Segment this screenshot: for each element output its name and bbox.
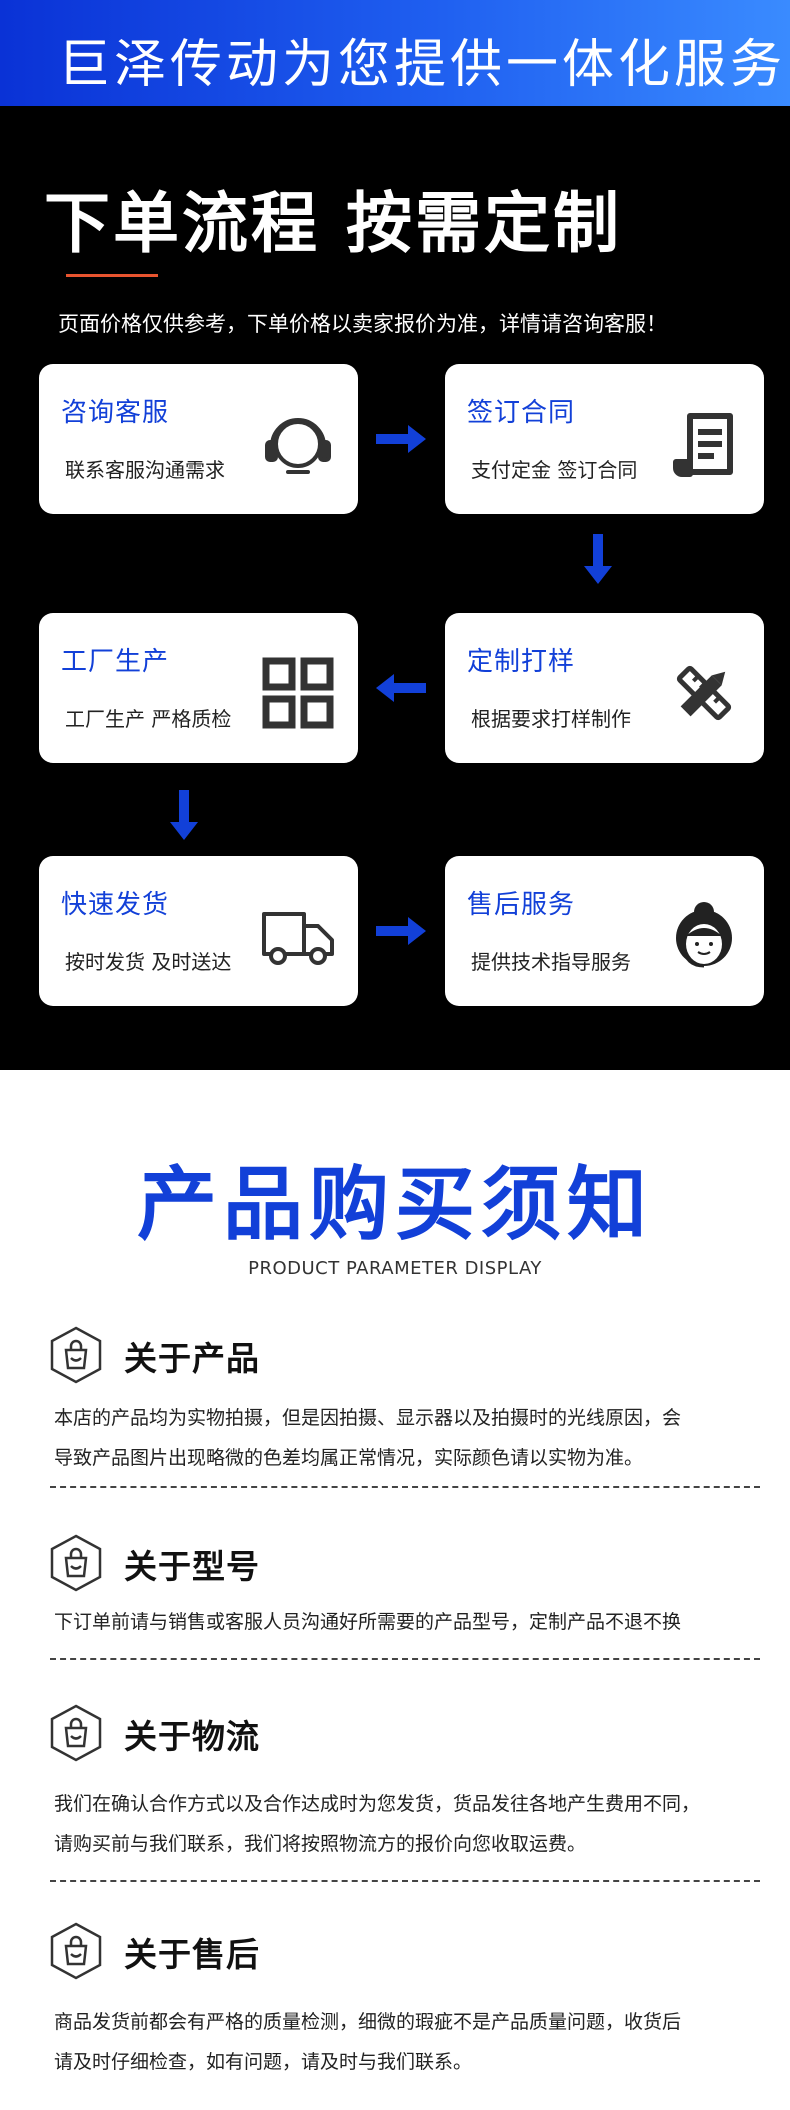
section-text: 请及时仔细检查，如有问题，请及时与我们联系。 <box>54 2051 473 2073</box>
divider <box>50 1658 760 1660</box>
section-heading: 关于物流 <box>124 1717 260 1756</box>
step-card-shipping: 快速发货 按时发货 及时送达 <box>39 856 358 1006</box>
title-underline <box>66 274 158 277</box>
process-note: 页面价格仅供参考，下单价格以卖家报价为准，详情请咨询客服！ <box>58 312 667 336</box>
step-title: 咨询客服 <box>61 398 170 428</box>
notice-subtitle: PRODUCT PARAMETER DISPLAY <box>248 1258 542 1279</box>
section-text: 下订单前请与销售或客服人员沟通好所需要的产品型号，定制产品不退不换 <box>54 1611 682 1633</box>
process-title: 下单流程 按需定制 <box>44 185 622 262</box>
shopping-bag-icon <box>50 1922 102 1980</box>
truck-icon <box>258 896 338 976</box>
step-desc: 按时发货 及时送达 <box>65 950 232 974</box>
notice-section-logistics: 关于物流 我们在确认合作方式以及合作达成时为您发货，货品发往各地产生费用不同， … <box>50 1704 760 1855</box>
divider <box>50 1486 760 1488</box>
step-title: 工厂生产 <box>61 647 170 677</box>
arrow-right-icon <box>376 917 426 945</box>
pencil-ruler-icon <box>664 653 744 733</box>
step-desc: 根据要求打样制作 <box>471 707 631 731</box>
arrow-right-icon <box>376 425 426 453</box>
step-desc: 提供技术指导服务 <box>471 950 631 974</box>
step-desc: 工厂生产 严格质检 <box>65 707 232 731</box>
service-agent-icon <box>664 896 744 976</box>
step-desc: 支付定金 签订合同 <box>471 458 638 482</box>
step-desc: 联系客服沟通需求 <box>65 458 225 482</box>
top-banner: 巨泽传动为您提供一体化服务 <box>0 0 790 106</box>
divider <box>50 1880 760 1882</box>
shopping-bag-icon <box>50 1534 102 1592</box>
section-heading: 关于售后 <box>124 1935 260 1974</box>
section-text: 本店的产品均为实物拍摄，但是因拍摄、显示器以及拍摄时的光线原因，会 <box>54 1407 682 1429</box>
section-text: 导致产品图片出现略微的色差均属正常情况，实际颜色请以实物为准。 <box>54 1447 644 1469</box>
grid-icon <box>258 653 338 733</box>
headset-icon <box>258 404 338 484</box>
section-heading: 关于产品 <box>124 1339 260 1378</box>
step-card-contract: 签订合同 支付定金 签订合同 <box>445 364 764 514</box>
notice-title: 产品购买须知 <box>137 1158 653 1251</box>
shopping-bag-icon <box>50 1326 102 1384</box>
order-process-section: 下单流程 按需定制 页面价格仅供参考，下单价格以卖家报价为准，详情请咨询客服！ … <box>0 106 790 1070</box>
notice-section-model: 关于型号 下订单前请与销售或客服人员沟通好所需要的产品型号，定制产品不退不换 <box>50 1534 760 1644</box>
section-text: 商品发货前都会有严格的质量检测，细微的瑕疵不是产品质量问题，收货后 <box>54 2011 682 2033</box>
banner-title: 巨泽传动为您提供一体化服务 <box>58 35 787 95</box>
step-card-production: 工厂生产 工厂生产 严格质检 <box>39 613 358 763</box>
step-title: 快速发货 <box>61 890 170 920</box>
step-title: 售后服务 <box>467 890 576 920</box>
step-card-consult: 咨询客服 联系客服沟通需求 <box>39 364 358 514</box>
arrow-left-icon <box>376 674 426 702</box>
notice-section-after-sales: 关于售后 商品发货前都会有严格的质量检测，细微的瑕疵不是产品质量问题，收货后 请… <box>50 1922 760 2082</box>
step-card-prototype: 定制打样 根据要求打样制作 <box>445 613 764 763</box>
step-card-after-sales: 售后服务 提供技术指导服务 <box>445 856 764 1006</box>
step-title: 签订合同 <box>467 398 576 428</box>
notice-section-product: 关于产品 本店的产品均为实物拍摄，但是因拍摄、显示器以及拍摄时的光线原因，会 导… <box>50 1326 760 1476</box>
contract-icon <box>664 404 744 484</box>
section-heading: 关于型号 <box>124 1547 260 1586</box>
step-title: 定制打样 <box>467 647 576 677</box>
section-text: 请购买前与我们联系，我们将按照物流方的报价向您收取运费。 <box>54 1833 587 1855</box>
arrow-down-icon <box>170 790 198 840</box>
section-text: 我们在确认合作方式以及合作达成时为您发货，货品发往各地产生费用不同， <box>54 1793 701 1815</box>
arrow-down-icon <box>584 534 612 584</box>
shopping-bag-icon <box>50 1704 102 1762</box>
